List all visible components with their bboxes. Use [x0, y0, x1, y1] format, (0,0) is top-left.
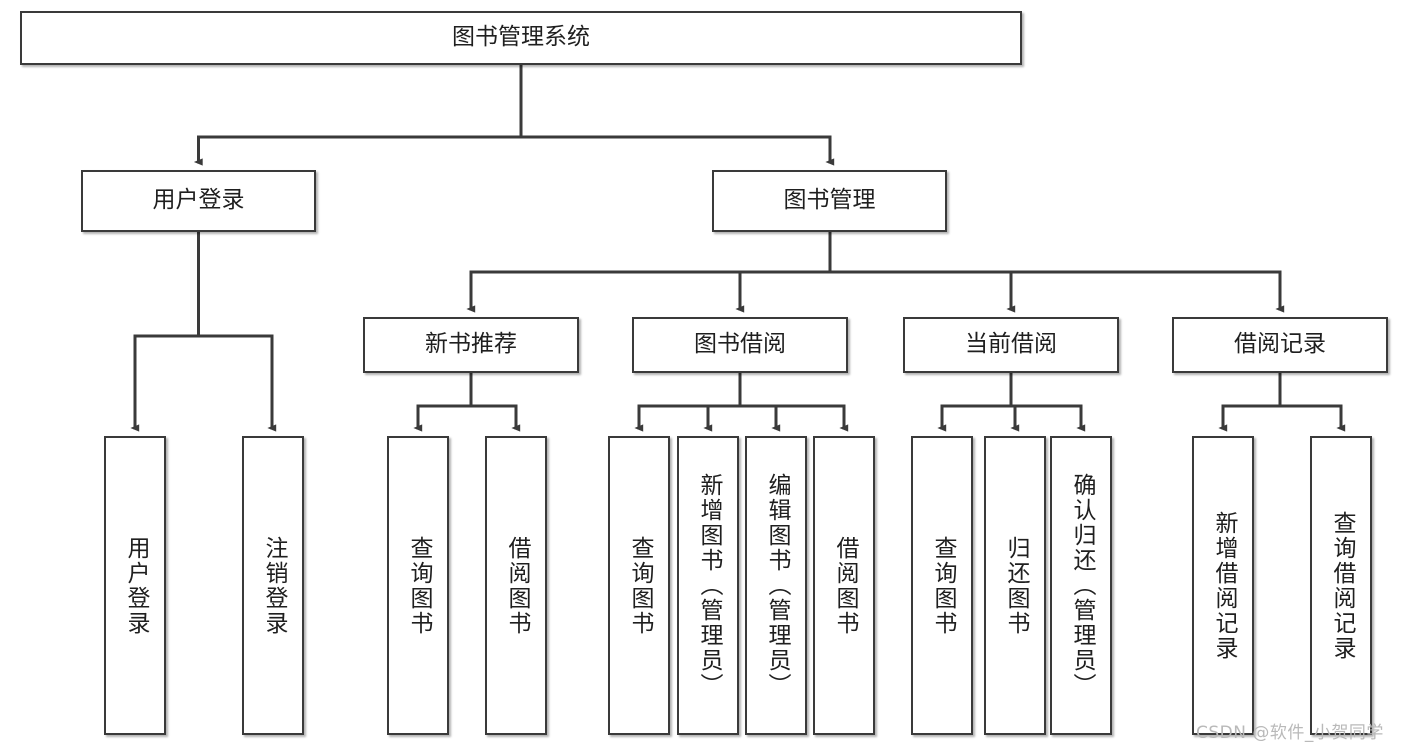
leaf-query-book-current-label: 查询图书: [929, 535, 956, 636]
node-book-borrow-label: 图书借阅: [694, 331, 786, 358]
leaf-borrow-book-recommend[interactable]: 借阅图书: [485, 436, 547, 735]
leaf-logout-label: 注销登录: [260, 535, 287, 636]
leaf-query-book-borrow-label: 查询图书: [626, 535, 653, 636]
csdn-watermark: CSDN @软件_小贺同学: [1196, 723, 1384, 743]
node-root[interactable]: 图书管理系统: [20, 11, 1022, 65]
leaf-confirm-return-admin[interactable]: 确认归还（管理员）: [1050, 436, 1112, 735]
leaf-query-borrow-record-label: 查询借阅记录: [1328, 510, 1355, 661]
leaf-borrow-book-recommend-label: 借阅图书: [503, 535, 530, 636]
node-user-login-label: 用户登录: [152, 187, 245, 214]
leaf-borrow-book[interactable]: 借阅图书: [813, 436, 875, 735]
node-book-management[interactable]: 图书管理: [712, 170, 947, 232]
leaf-logout[interactable]: 注销登录: [242, 436, 304, 735]
leaf-return-book[interactable]: 归还图书: [984, 436, 1046, 735]
leaf-user-login[interactable]: 用户登录: [104, 436, 166, 735]
node-new-book-recommend[interactable]: 新书推荐: [363, 317, 579, 373]
leaf-borrow-book-label: 借阅图书: [831, 535, 858, 636]
leaf-query-book-recommend[interactable]: 查询图书: [387, 436, 449, 735]
leaf-query-book-borrow[interactable]: 查询图书: [608, 436, 670, 735]
leaf-edit-book-admin[interactable]: 编辑图书（管理员）: [745, 436, 807, 735]
leaf-confirm-return-admin-label: 确认归还（管理员）: [1068, 473, 1095, 698]
leaf-add-borrow-record[interactable]: 新增借阅记录: [1192, 436, 1254, 735]
leaf-query-book-recommend-label: 查询图书: [405, 535, 432, 636]
leaf-query-borrow-record[interactable]: 查询借阅记录: [1310, 436, 1372, 735]
node-root-label: 图书管理系统: [452, 24, 590, 51]
leaf-add-borrow-record-label: 新增借阅记录: [1210, 510, 1237, 661]
leaf-edit-book-admin-label: 编辑图书（管理员）: [763, 473, 790, 698]
node-book-borrow[interactable]: 图书借阅: [632, 317, 848, 373]
leaf-user-login-label: 用户登录: [122, 535, 149, 636]
node-new-book-recommend-label: 新书推荐: [425, 331, 517, 358]
leaf-query-book-current[interactable]: 查询图书: [911, 436, 973, 735]
node-borrow-record[interactable]: 借阅记录: [1172, 317, 1388, 373]
leaf-add-book-admin[interactable]: 新增图书（管理员）: [677, 436, 739, 735]
node-current-borrow-label: 当前借阅: [965, 331, 1057, 358]
node-user-login[interactable]: 用户登录: [81, 170, 316, 232]
node-book-management-label: 图书管理: [783, 187, 876, 214]
node-current-borrow[interactable]: 当前借阅: [903, 317, 1119, 373]
node-borrow-record-label: 借阅记录: [1234, 331, 1326, 358]
leaf-add-book-admin-label: 新增图书（管理员）: [695, 473, 722, 698]
leaf-return-book-label: 归还图书: [1002, 535, 1029, 636]
